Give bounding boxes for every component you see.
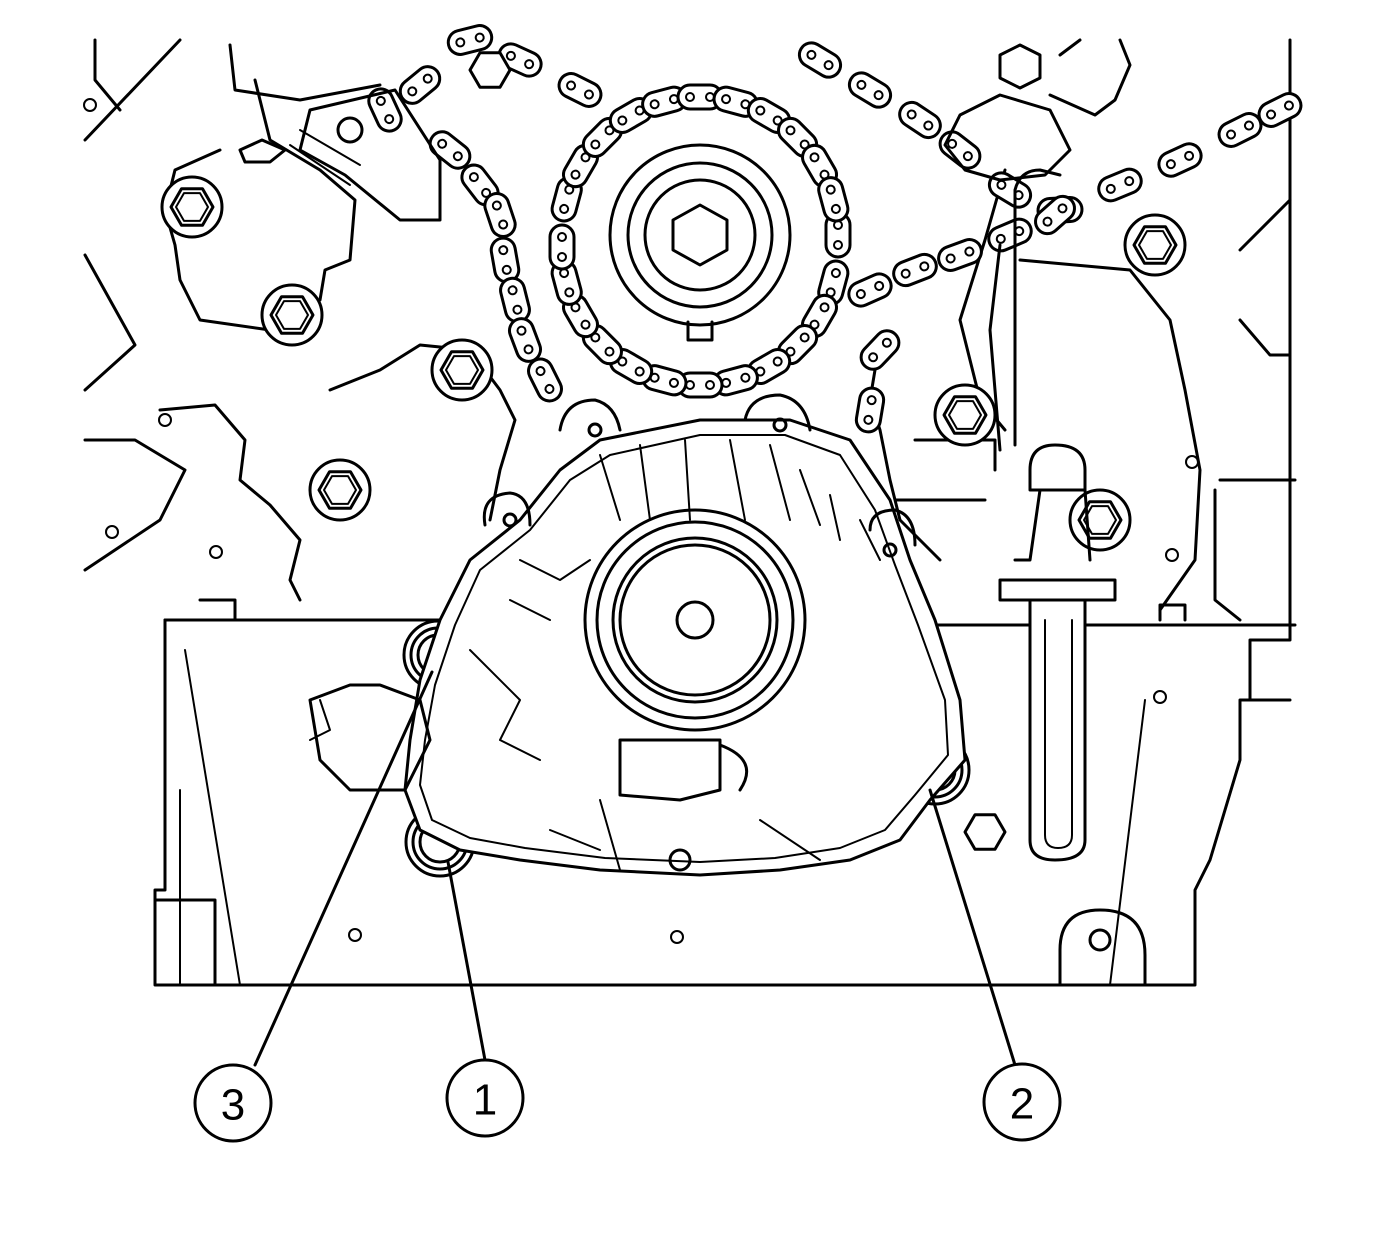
hex-plug	[468, 51, 512, 89]
callout-3-label: 3	[221, 1081, 245, 1130]
hex-bolt	[308, 458, 372, 522]
hole	[83, 98, 97, 112]
chain-link	[446, 24, 494, 56]
chain-link	[367, 87, 403, 133]
chain-link	[483, 192, 517, 238]
chain-link	[557, 72, 603, 108]
chain-link	[1257, 92, 1303, 128]
chain-link	[898, 100, 942, 140]
callout-3: 3	[193, 1063, 273, 1143]
callout-2-label: 2	[1010, 1080, 1034, 1129]
chain-link	[859, 329, 901, 371]
hex-bolt	[1123, 213, 1187, 277]
callout-1: 1	[445, 1058, 525, 1138]
chain-link	[712, 85, 759, 118]
chain-tensioner	[238, 88, 442, 222]
hex-bolt	[933, 383, 997, 447]
chain-link	[550, 259, 583, 306]
hole	[1185, 455, 1199, 469]
chain-link	[824, 211, 852, 259]
chain-link	[937, 238, 983, 272]
block-holes	[83, 98, 1199, 944]
hex-bolt	[160, 175, 224, 239]
leader-line-3	[253, 670, 434, 1067]
oil-pickup-tube	[988, 168, 1117, 862]
hex-bolt	[430, 338, 494, 402]
drain-plug	[1058, 908, 1147, 987]
chain-link	[817, 176, 850, 223]
chain-link	[1157, 142, 1203, 178]
hex-bolt	[260, 283, 324, 347]
timing-chain	[367, 24, 1303, 434]
hole	[158, 413, 172, 427]
hex-plug	[963, 813, 1007, 851]
crankshaft-sprocket	[608, 143, 792, 342]
hex-bolt	[1068, 488, 1132, 552]
chain-link	[548, 223, 576, 271]
chain-link	[1097, 167, 1143, 203]
chain-link	[938, 130, 982, 170]
leader-lines	[253, 670, 1017, 1067]
callout-1-label: 1	[473, 1076, 497, 1125]
hole	[348, 928, 362, 942]
hole	[105, 525, 119, 539]
leader-line-2	[928, 788, 1017, 1067]
chain-link	[398, 65, 442, 105]
leader-line-1	[446, 860, 487, 1062]
hole	[1165, 548, 1179, 562]
chain-link	[527, 357, 563, 403]
chain-link	[987, 217, 1033, 253]
callout-2: 2	[982, 1062, 1062, 1142]
chain-link	[1034, 194, 1076, 236]
oil-pump-cover	[403, 393, 967, 877]
chain-link	[854, 386, 886, 434]
chain-link	[892, 252, 938, 288]
hole	[1153, 690, 1167, 704]
chain-link	[641, 85, 688, 118]
hole	[670, 930, 684, 944]
chain-link	[847, 71, 893, 109]
hole	[209, 545, 223, 559]
chain-link	[797, 41, 843, 79]
pump-bracket	[308, 683, 432, 792]
chain-link	[428, 130, 472, 170]
chain-guide	[943, 38, 1132, 182]
chain-link	[676, 83, 724, 111]
